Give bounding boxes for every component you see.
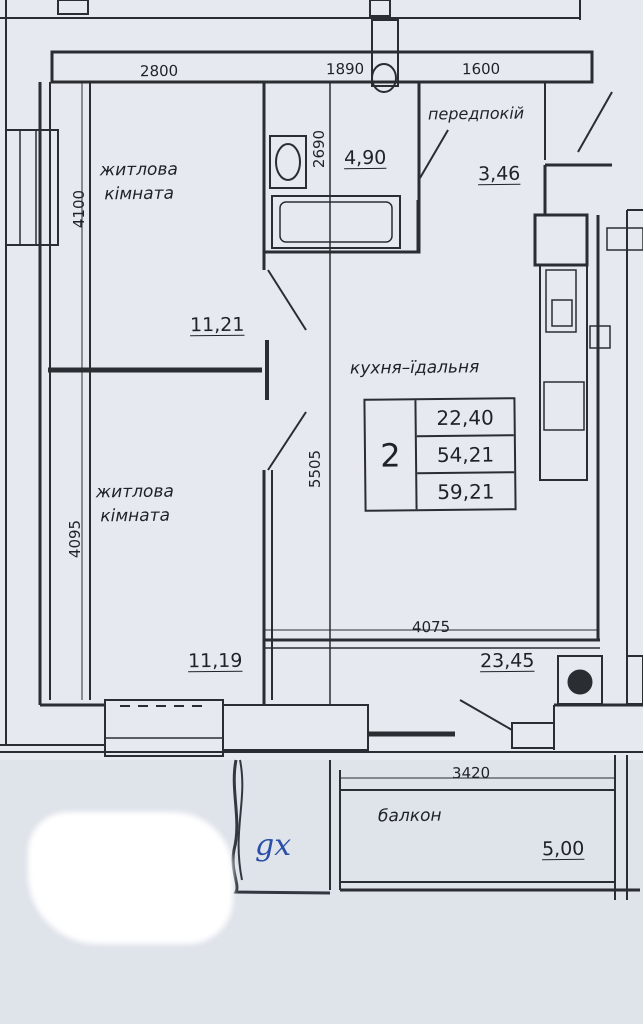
- handwritten-note: gx: [255, 828, 292, 863]
- dim-5505: 5505: [306, 449, 325, 489]
- hallway-area: 3,46: [477, 162, 521, 186]
- balcony-area: 5,00: [541, 837, 585, 861]
- dim-2690: 2690: [310, 129, 329, 169]
- toilet: [371, 19, 399, 87]
- bathroom-walls: [262, 80, 421, 254]
- dim-4075: 4075: [411, 617, 451, 637]
- redacted-scribble: [28, 812, 233, 944]
- dim-2800: 2800: [139, 61, 179, 81]
- bathroom-area: 4,90: [343, 146, 387, 170]
- stove: [543, 381, 585, 431]
- left-window: [5, 129, 59, 246]
- living-room-2-area: 11,19: [187, 649, 243, 673]
- living-room-2-label: житлова кімната: [95, 481, 174, 527]
- dim-1600: 1600: [461, 59, 501, 79]
- kitchen-label: кухня–їдальня: [349, 357, 480, 379]
- room-count: 2: [365, 400, 418, 510]
- living-room-1-label: житлова кімната: [99, 159, 178, 205]
- kitchen-area: 23,45: [479, 649, 535, 673]
- living-area-value: 22,40: [416, 399, 514, 438]
- kitchen-counter: [539, 264, 588, 481]
- balcony-label: балкон: [377, 805, 442, 827]
- hallway-label: передпокій: [427, 103, 525, 124]
- dim-1890: 1890: [325, 59, 365, 79]
- dim-4100: 4100: [70, 189, 89, 229]
- dim-4095: 4095: [66, 519, 85, 559]
- sink: [269, 135, 307, 189]
- living-room-1-area: 11,21: [189, 313, 245, 337]
- total-area-value: 59,21: [437, 478, 495, 504]
- usable-area-value: 54,21: [416, 436, 515, 475]
- bathtub: [271, 195, 401, 249]
- apartment-summary-box: 2 22,40 54,21 59,21: [363, 397, 517, 512]
- dim-3420: 3420: [451, 763, 491, 783]
